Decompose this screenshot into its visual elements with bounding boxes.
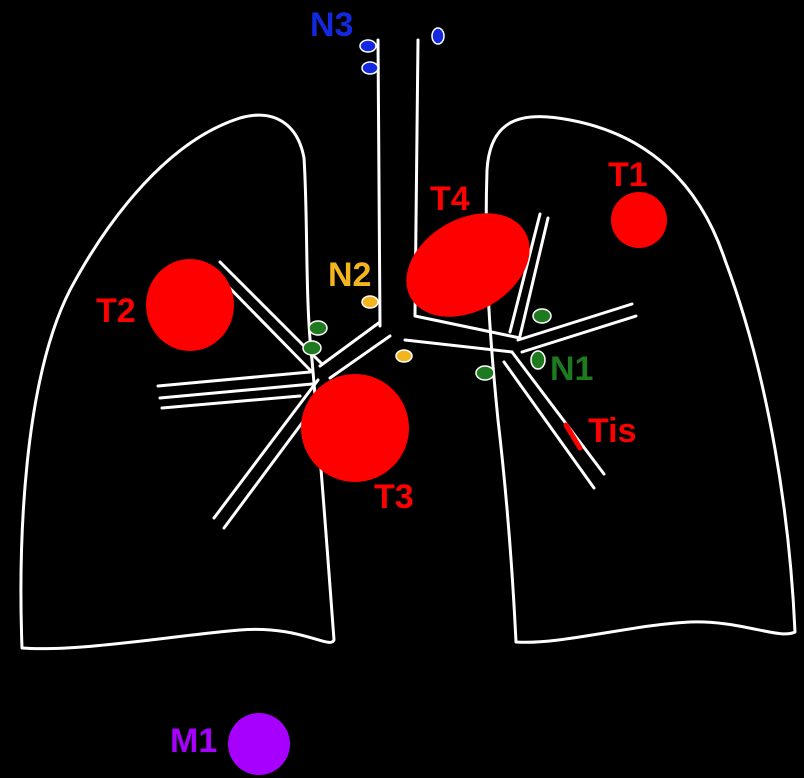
- t4-label: T4: [430, 180, 470, 218]
- t2-tumor: [146, 259, 234, 351]
- t2-label: T2: [96, 292, 136, 330]
- n2-label: N2: [328, 256, 371, 294]
- t3-label: T3: [374, 478, 414, 516]
- t3-tumor: [301, 374, 409, 482]
- m1-metastasis: [228, 713, 290, 775]
- n3-label: N3: [310, 6, 353, 44]
- tis-label: Tis: [588, 412, 637, 450]
- t1-label: T1: [608, 156, 648, 194]
- t1-tumor: [611, 192, 667, 248]
- n1-label: N1: [550, 350, 593, 388]
- m1-label: M1: [170, 722, 217, 760]
